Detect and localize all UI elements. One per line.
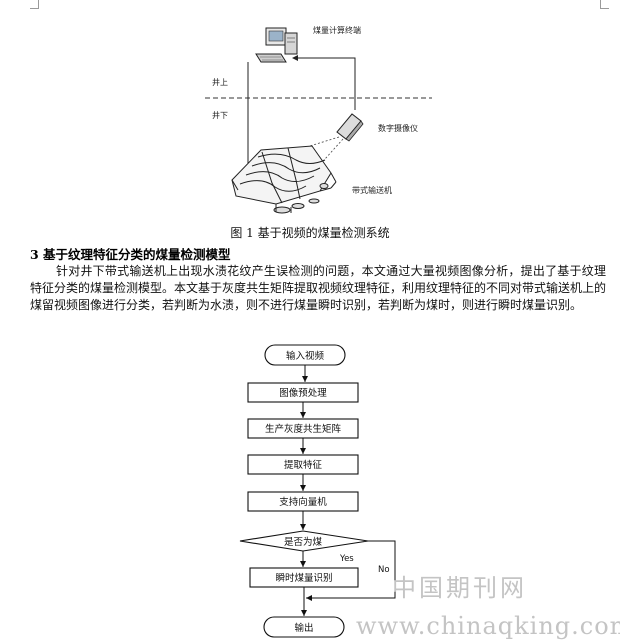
figure-1-caption: 图 1 基于视频的煤量检测系统 bbox=[230, 226, 390, 240]
flowchart-texture-classification: 输入视频 图像预处理 生产灰度共生矩阵 提取特征 支持向量机 是否为煤 Yes … bbox=[239, 344, 396, 638]
flow-decision-label: 是否为煤 bbox=[284, 536, 323, 548]
flow-step-svm-label: 支持向量机 bbox=[279, 496, 327, 508]
flow-step-extract-features-label: 提取特征 bbox=[284, 459, 323, 471]
figure-1-coal-detection-system: 煤量计算终端 井上 井下 数字摄像仪 带式输送机 bbox=[205, 25, 432, 214]
flow-end-terminal bbox=[263, 616, 345, 638]
flow-step-instant-coal-recognition-label: 瞬时煤量识别 bbox=[275, 572, 332, 584]
camera-label: 数字摄像仪 bbox=[378, 123, 418, 133]
above-ground-label: 井上 bbox=[212, 77, 228, 87]
terminal-label: 煤量计算终端 bbox=[313, 25, 361, 35]
flow-start-label: 输入视频 bbox=[286, 350, 325, 362]
computer-terminal-icon bbox=[255, 27, 298, 63]
camera-to-terminal-line bbox=[298, 57, 356, 110]
page-corner-mark-left bbox=[30, 0, 39, 9]
section-paragraph: 针对井下带式输送机上出现水渍花纹产生误检测的问题，本文通过大量视频图像分析，提出… bbox=[30, 264, 607, 312]
flow-no-branch-line bbox=[306, 540, 396, 601]
flow-step-glcm-label: 生产灰度共生矩阵 bbox=[265, 423, 342, 435]
flow-yes-label: Yes bbox=[339, 554, 354, 564]
below-ground-label: 井下 bbox=[212, 110, 228, 120]
watermark-brand: 中国期刊网 bbox=[392, 574, 527, 602]
conveyor-label: 带式输送机 bbox=[352, 185, 392, 195]
terminal-arrowhead bbox=[292, 55, 298, 61]
flow-step-preprocess-label: 图像预处理 bbox=[279, 387, 327, 399]
digital-camera-icon bbox=[336, 113, 364, 142]
page-corner-mark-right bbox=[600, 0, 609, 9]
flow-no-label: No bbox=[378, 565, 390, 575]
section-heading: 3 基于纹理特征分类的煤量检测模型 bbox=[30, 247, 231, 262]
belt-conveyor-illustration bbox=[231, 145, 337, 214]
watermark-url: www.chinaqking.com bbox=[356, 612, 620, 640]
flow-end-label: 输出 bbox=[294, 622, 313, 634]
